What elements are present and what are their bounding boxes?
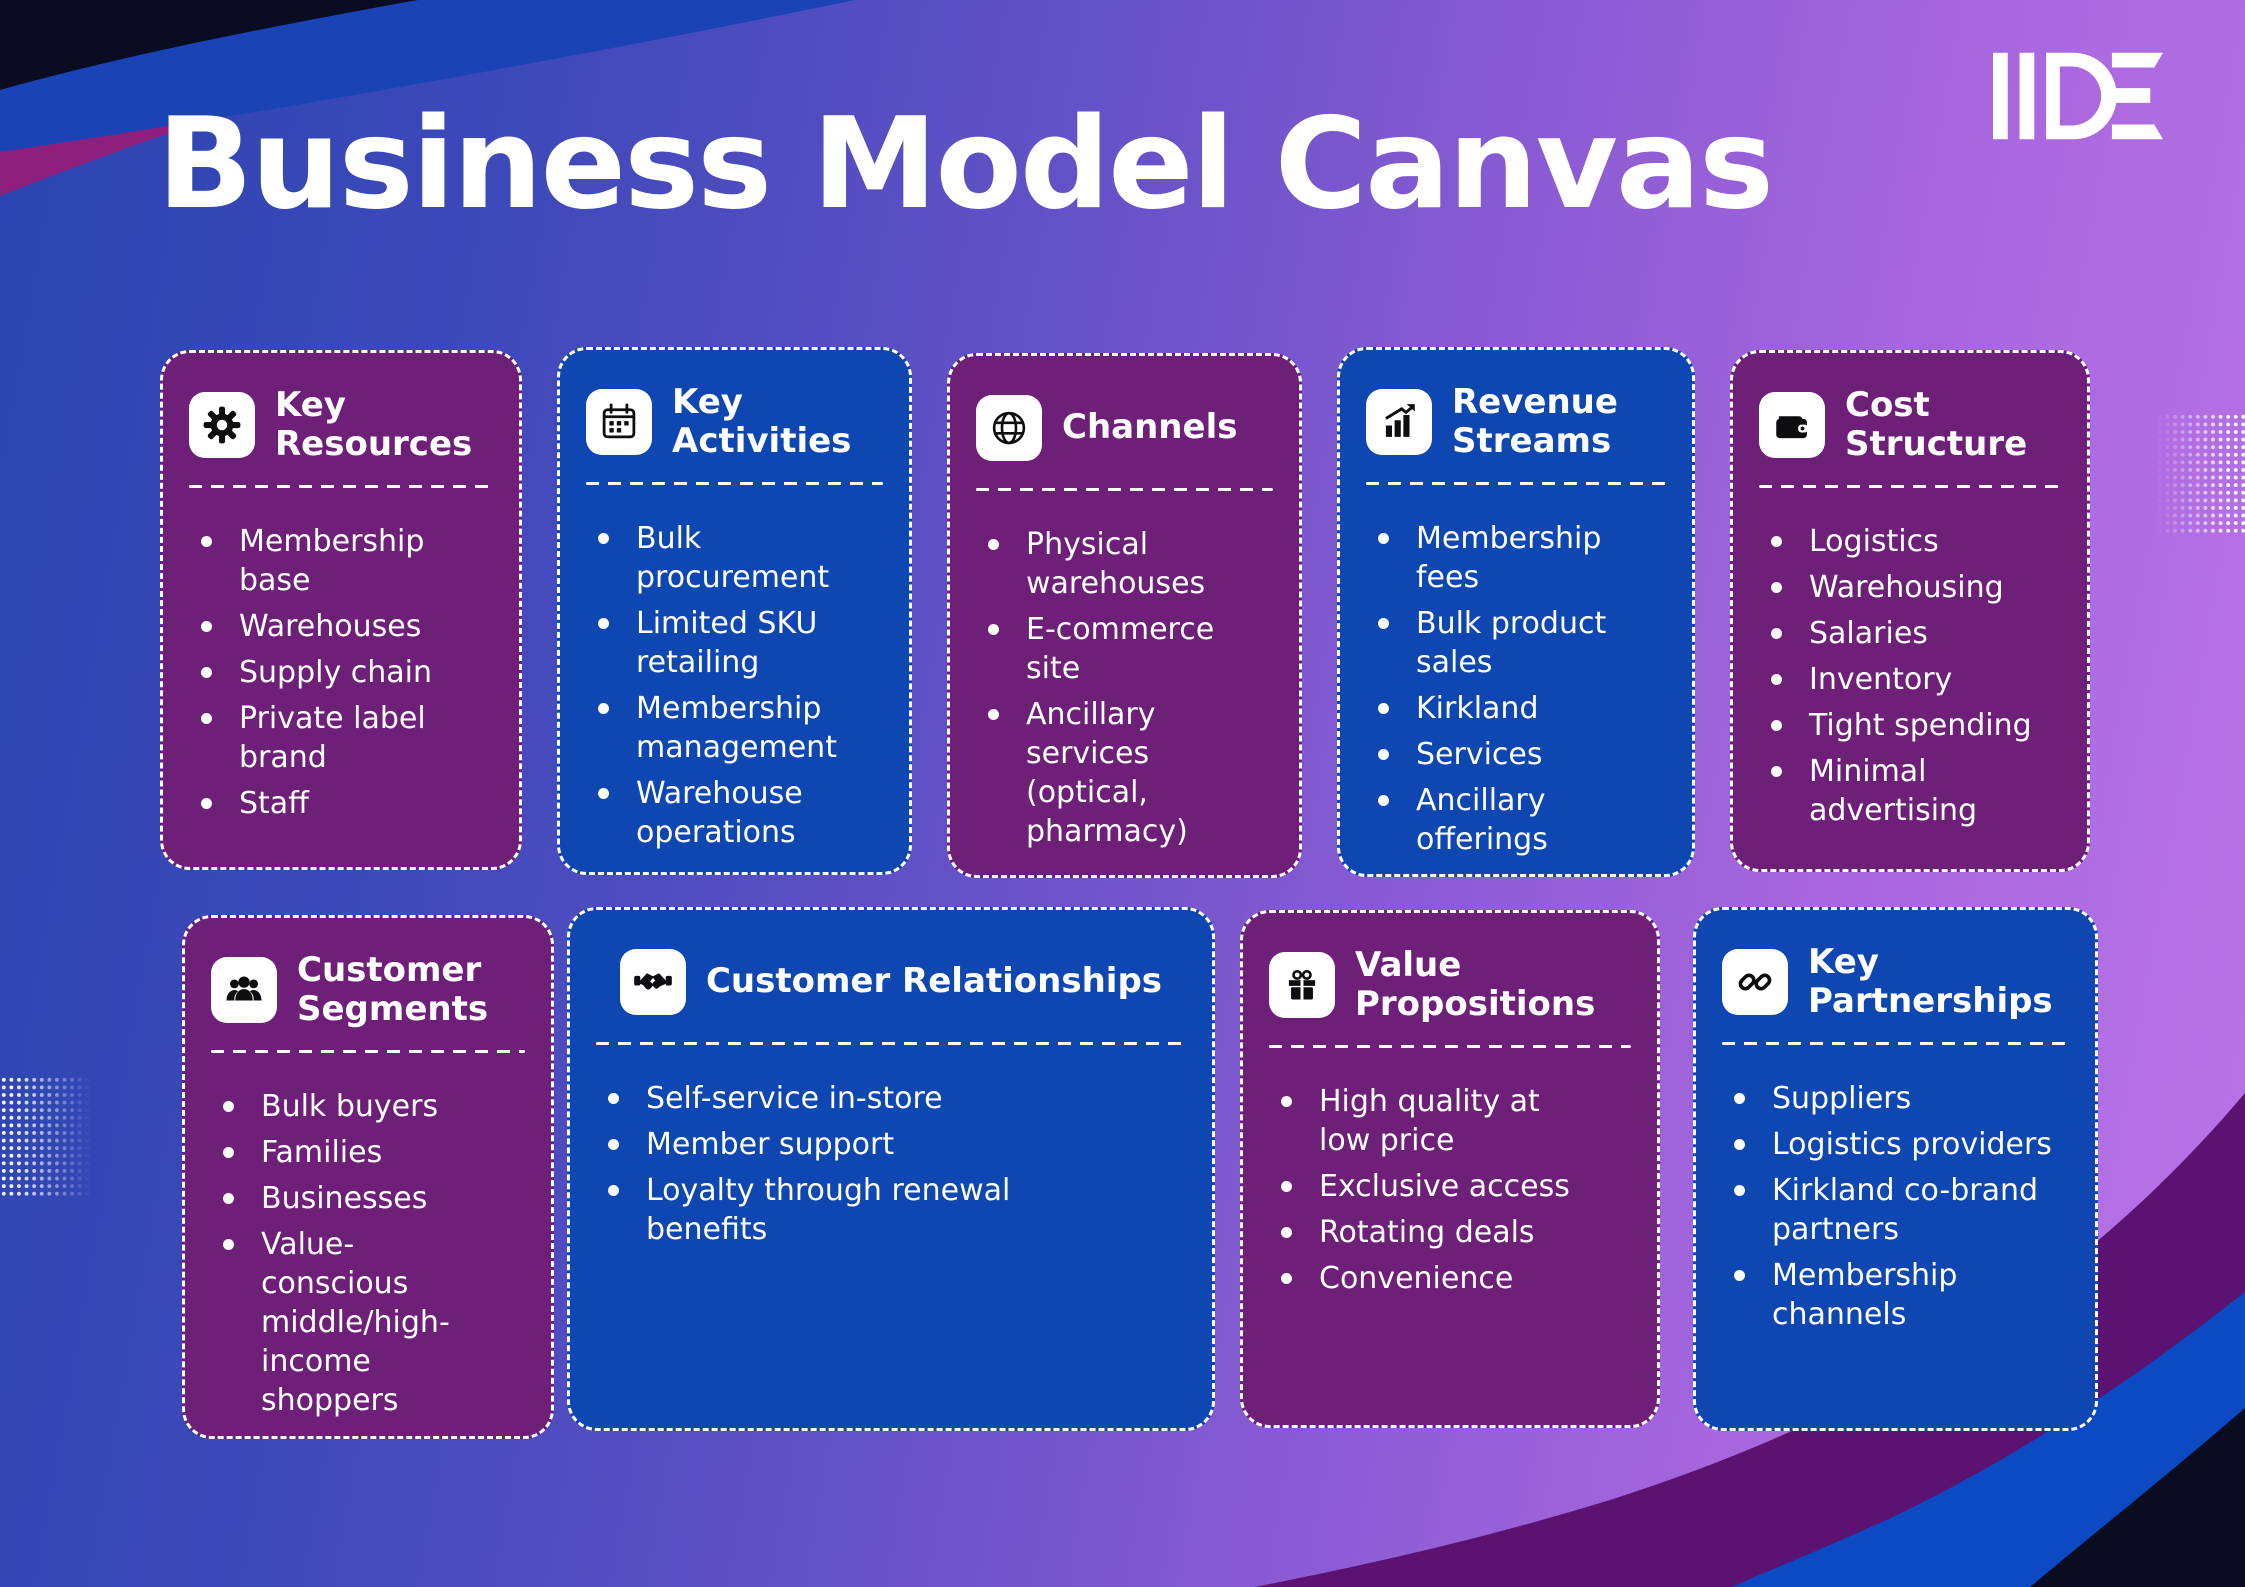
- dashed-separator: [1366, 482, 1666, 485]
- card-title: Customer Segments: [297, 949, 489, 1029]
- list-item: Families: [211, 1133, 525, 1172]
- list-item: Value-conscious middle/high-income shopp…: [211, 1225, 525, 1420]
- card-item-list: Physical warehouses E-commerce site Anci…: [976, 525, 1273, 851]
- card-title: Key Partnerships: [1808, 941, 2053, 1021]
- list-item: Services: [1366, 735, 1666, 774]
- dashed-separator: [1722, 1042, 2069, 1045]
- dashed-separator: [1269, 1045, 1631, 1048]
- list-item: Ancillary offerings: [1366, 781, 1666, 859]
- wallet-icon: [1759, 392, 1825, 458]
- list-item: Membership channels: [1722, 1256, 2069, 1334]
- handshake-icon: [619, 949, 686, 1015]
- card-item-list: Suppliers Logistics providers Kirkland c…: [1722, 1079, 2069, 1334]
- card-title: Key Activities: [672, 381, 852, 461]
- list-item: Membership management: [586, 689, 883, 767]
- card-header: Key Partnerships: [1722, 938, 2069, 1026]
- list-item: Ancillary services (optical, pharmacy): [976, 695, 1273, 851]
- list-item: Tight spending: [1759, 706, 2061, 745]
- globe-icon: [976, 395, 1042, 461]
- list-item: Logistics providers: [1722, 1125, 2069, 1164]
- list-item: Salaries: [1759, 614, 2061, 653]
- list-item: Inventory: [1759, 660, 2061, 699]
- list-item: Warehouse operations: [586, 774, 883, 852]
- card-key-partnerships: Key Partnerships Suppliers Logistics pro…: [1693, 907, 2098, 1431]
- calendar-icon: [586, 389, 652, 455]
- card-title: Cost Structure: [1845, 384, 2028, 464]
- iide-logo-mark: [1993, 52, 2164, 140]
- card-title: Revenue Streams: [1452, 381, 1618, 461]
- card-title: Channels: [1062, 407, 1238, 448]
- list-item: Physical warehouses: [976, 525, 1273, 603]
- card-value-propositions: Value Propositions High quality at low p…: [1240, 910, 1660, 1428]
- list-item: Supply chain: [189, 653, 493, 692]
- list-item: E-commerce site: [976, 610, 1273, 688]
- list-item: Convenience: [1269, 1259, 1631, 1298]
- card-item-list: Bulk procurement Limited SKU retailing M…: [586, 519, 883, 852]
- list-item: Rotating deals: [1269, 1213, 1631, 1252]
- list-item: Kirkland: [1366, 689, 1666, 728]
- list-item: Warehousing: [1759, 568, 2061, 607]
- card-channels: Channels Physical warehouses E-commerce …: [947, 353, 1302, 878]
- halftone-dots-right: [2156, 413, 2245, 533]
- card-header: Channels: [976, 384, 1273, 472]
- card-header: Key Activities: [586, 378, 883, 466]
- card-title: Customer Relationships: [705, 961, 1163, 1002]
- card-header: Revenue Streams: [1366, 378, 1666, 466]
- card-revenue-streams: Revenue Streams Membership fees Bulk pro…: [1337, 347, 1695, 877]
- list-item: Minimal advertising: [1759, 752, 2061, 830]
- list-item: Staff: [189, 784, 493, 823]
- card-item-list: Logistics Warehousing Salaries Inventory…: [1759, 522, 2061, 830]
- list-item: Bulk product sales: [1366, 604, 1666, 682]
- gear-icon: [189, 392, 255, 458]
- card-cost-structure: Cost Structure Logistics Warehousing Sal…: [1730, 350, 2090, 872]
- list-item: Exclusive access: [1269, 1167, 1631, 1206]
- card-item-list: Self-service in-store Member support Loy…: [596, 1079, 1186, 1249]
- list-item: Private label brand: [189, 699, 493, 777]
- dashed-separator: [976, 488, 1273, 491]
- page-title: Business Model Canvas: [157, 90, 1774, 237]
- list-item: Self-service in-store: [596, 1079, 1186, 1118]
- card-header: Key Resources: [189, 381, 493, 469]
- dashed-separator: [211, 1050, 525, 1053]
- card-item-list: Bulk buyers Families Businesses Value-co…: [211, 1087, 525, 1420]
- dashed-separator: [596, 1042, 1186, 1045]
- link-icon: [1722, 949, 1788, 1015]
- dashed-separator: [1759, 485, 2061, 488]
- growth-chart-icon: [1366, 389, 1432, 455]
- list-item: Kirkland co-brand partners: [1722, 1171, 2069, 1249]
- card-key-activities: Key Activities Bulk procurement Limited …: [557, 347, 912, 875]
- list-item: Member support: [596, 1125, 1186, 1164]
- dashed-separator: [586, 482, 883, 485]
- list-item: Suppliers: [1722, 1079, 2069, 1118]
- gift-icon: [1269, 952, 1335, 1018]
- card-item-list: High quality at low price Exclusive acce…: [1269, 1082, 1631, 1298]
- card-customer-segments: Customer Segments Bulk buyers Families B…: [182, 915, 554, 1439]
- card-customer-relationships: Customer Relationships Self-service in-s…: [567, 907, 1215, 1431]
- list-item: Logistics: [1759, 522, 2061, 561]
- card-header: Value Propositions: [1269, 941, 1631, 1029]
- card-header: Customer Segments: [211, 946, 525, 1034]
- halftone-dots-left: [0, 1076, 92, 1198]
- list-item: Businesses: [211, 1179, 525, 1218]
- card-header: Cost Structure: [1759, 381, 2061, 469]
- list-item: Membership fees: [1366, 519, 1666, 597]
- list-item: Limited SKU retailing: [586, 604, 883, 682]
- list-item: Warehouses: [189, 607, 493, 646]
- card-header: Customer Relationships: [596, 938, 1186, 1026]
- iide-logo: [1993, 50, 2165, 142]
- card-title: Key Resources: [275, 384, 473, 464]
- list-item: Bulk procurement: [586, 519, 883, 597]
- card-key-resources: Key Resources Membership base Warehouses…: [160, 350, 522, 870]
- list-item: Bulk buyers: [211, 1087, 525, 1126]
- list-item: Membership base: [189, 522, 493, 600]
- card-item-list: Membership fees Bulk product sales Kirkl…: [1366, 519, 1666, 859]
- list-item: High quality at low price: [1269, 1082, 1631, 1160]
- dashed-separator: [189, 485, 493, 488]
- card-title: Value Propositions: [1355, 944, 1596, 1024]
- list-item: Loyalty through renewal benefits: [596, 1171, 1186, 1249]
- people-icon: [211, 957, 277, 1023]
- card-item-list: Membership base Warehouses Supply chain …: [189, 522, 493, 823]
